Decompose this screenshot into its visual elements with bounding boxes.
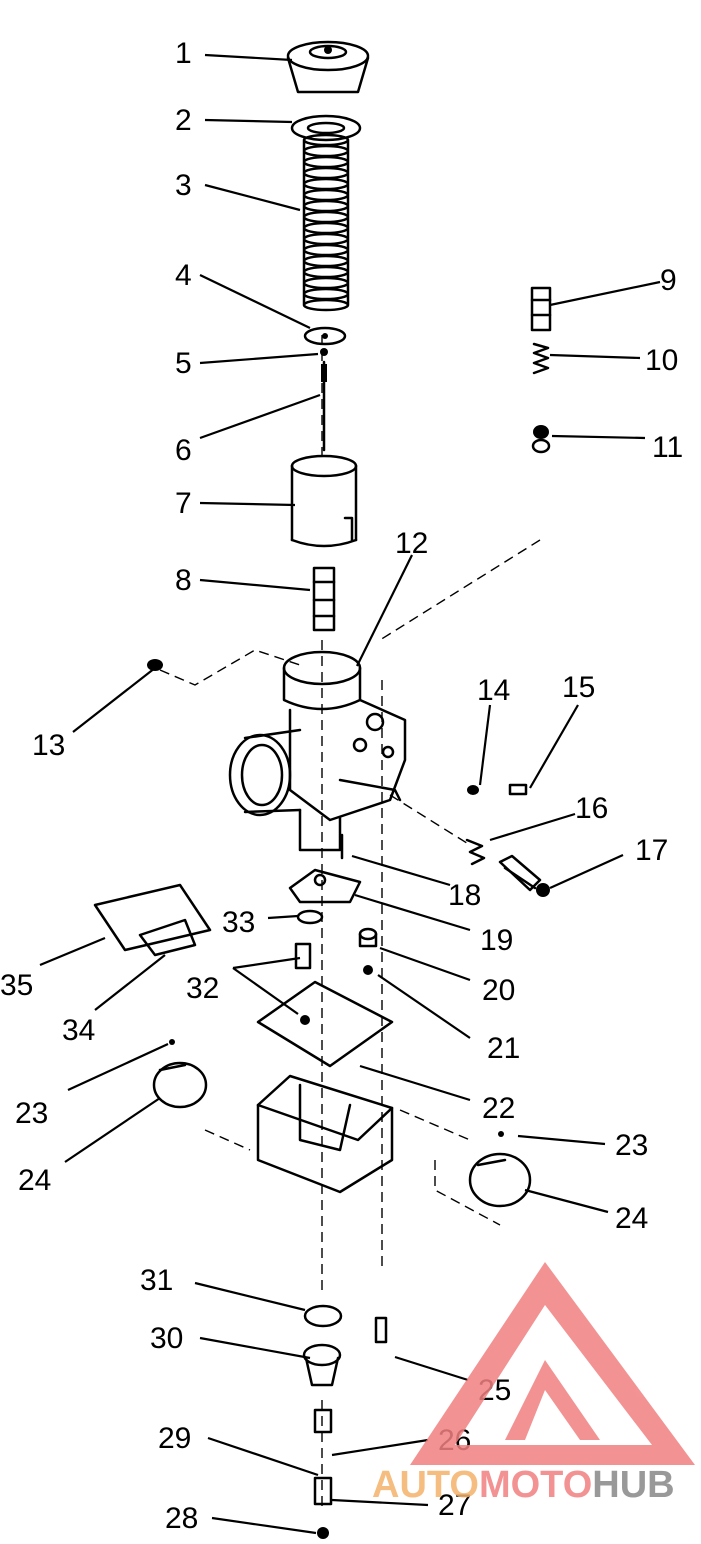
part-26-jet xyxy=(313,1408,333,1434)
watermark-inner-mark-icon xyxy=(505,1360,600,1440)
label-part-14: 14 xyxy=(477,674,510,707)
label-part-21: 21 xyxy=(487,1032,520,1065)
part-23-plug-right xyxy=(498,1131,504,1137)
label-part-29: 29 xyxy=(158,1422,191,1455)
part-24-float-left xyxy=(152,1061,208,1109)
label-part-24-left: 24 xyxy=(18,1164,51,1197)
part-35-plate xyxy=(93,883,212,952)
svg-text:AUTOMOTOHUB: AUTOMOTOHUB xyxy=(372,1464,675,1506)
label-part-19: 19 xyxy=(480,924,513,957)
label-part-7: 7 xyxy=(175,487,192,520)
part-8-needle-jet xyxy=(312,566,336,632)
label-part-8: 8 xyxy=(175,564,192,597)
part-33-washer xyxy=(296,909,324,925)
label-part-18: 18 xyxy=(448,879,481,912)
part-28-plug xyxy=(317,1527,329,1539)
label-part-31: 31 xyxy=(140,1264,173,1297)
part-7-throttle-slide xyxy=(290,454,358,548)
label-part-30: 30 xyxy=(150,1322,183,1355)
part-25-drain-screw xyxy=(374,1316,388,1344)
label-part-5: 5 xyxy=(175,347,192,380)
part-3-spring xyxy=(302,133,350,312)
label-part-20: 20 xyxy=(482,974,515,1007)
label-part-24-right: 24 xyxy=(615,1202,648,1235)
part-2-washer xyxy=(290,114,362,142)
label-part-17: 17 xyxy=(635,834,668,867)
label-part-33: 33 xyxy=(222,906,255,939)
alignment-lines xyxy=(159,335,541,1510)
part-14-screw xyxy=(467,785,479,795)
label-part-12: 12 xyxy=(395,527,428,560)
part-30-main-jet-holder xyxy=(302,1343,342,1387)
label-part-9: 9 xyxy=(660,264,677,297)
part-5-clip xyxy=(320,348,328,356)
leader-lines xyxy=(39,53,661,1535)
label-part-11: 11 xyxy=(652,431,683,464)
label-part-23-right: 23 xyxy=(615,1129,648,1162)
part-4-spring-seat xyxy=(303,326,347,346)
watermark-text-hub: HUB xyxy=(592,1464,674,1506)
label-part-6: 6 xyxy=(175,434,192,467)
part-24-float-right xyxy=(468,1152,532,1208)
watermark-text-moto: MOTO xyxy=(479,1464,592,1506)
label-part-32: 32 xyxy=(186,972,219,1005)
part-10-spring xyxy=(532,342,550,375)
part-labels: 1 2 3 4 5 6 7 8 9 10 11 12 13 14 15 16 1… xyxy=(0,37,683,1535)
label-part-16: 16 xyxy=(575,792,608,825)
part-22-gasket xyxy=(256,980,394,1068)
part-6-needle xyxy=(321,360,327,452)
label-part-4: 4 xyxy=(175,259,192,292)
part-12-carburetor-body xyxy=(228,650,407,852)
part-32-idle-jet xyxy=(294,942,312,970)
part-20-needle-valve xyxy=(358,927,378,948)
part-1-cap xyxy=(286,40,370,94)
part-21-valve-seat xyxy=(363,965,373,975)
watermark-text-auto: AUTO xyxy=(372,1464,479,1506)
label-part-15: 15 xyxy=(562,671,595,704)
label-part-28: 28 xyxy=(165,1502,198,1535)
part-23-plug-left xyxy=(169,1039,175,1045)
watermark-triangle-icon xyxy=(410,1262,695,1465)
part-17-adjust-screw xyxy=(498,854,550,897)
label-part-2: 2 xyxy=(175,104,192,137)
part-34-bracket xyxy=(138,918,197,957)
part-27-jet xyxy=(313,1476,333,1506)
automotohub-watermark: AUTOMOTOHUB xyxy=(372,1262,695,1506)
part-16-spring xyxy=(465,838,486,866)
part-19-float-arm xyxy=(288,868,362,904)
label-part-3: 3 xyxy=(175,169,192,202)
part-15-screw xyxy=(508,783,528,796)
part-9-pilot-screw xyxy=(530,286,552,332)
part-31-o-ring xyxy=(303,1304,343,1328)
label-part-22: 22 xyxy=(482,1092,515,1125)
part-13-cable-end xyxy=(147,659,163,671)
part-11-o-ring xyxy=(531,425,551,454)
label-part-35: 35 xyxy=(0,969,33,1002)
label-part-27: 27 xyxy=(438,1489,471,1522)
label-part-23-left: 23 xyxy=(15,1097,48,1130)
label-part-1: 1 xyxy=(175,37,192,70)
part-float-bowl xyxy=(256,1074,394,1194)
label-part-13: 13 xyxy=(32,729,65,762)
label-part-34: 34 xyxy=(62,1014,95,1047)
label-part-10: 10 xyxy=(645,344,678,377)
